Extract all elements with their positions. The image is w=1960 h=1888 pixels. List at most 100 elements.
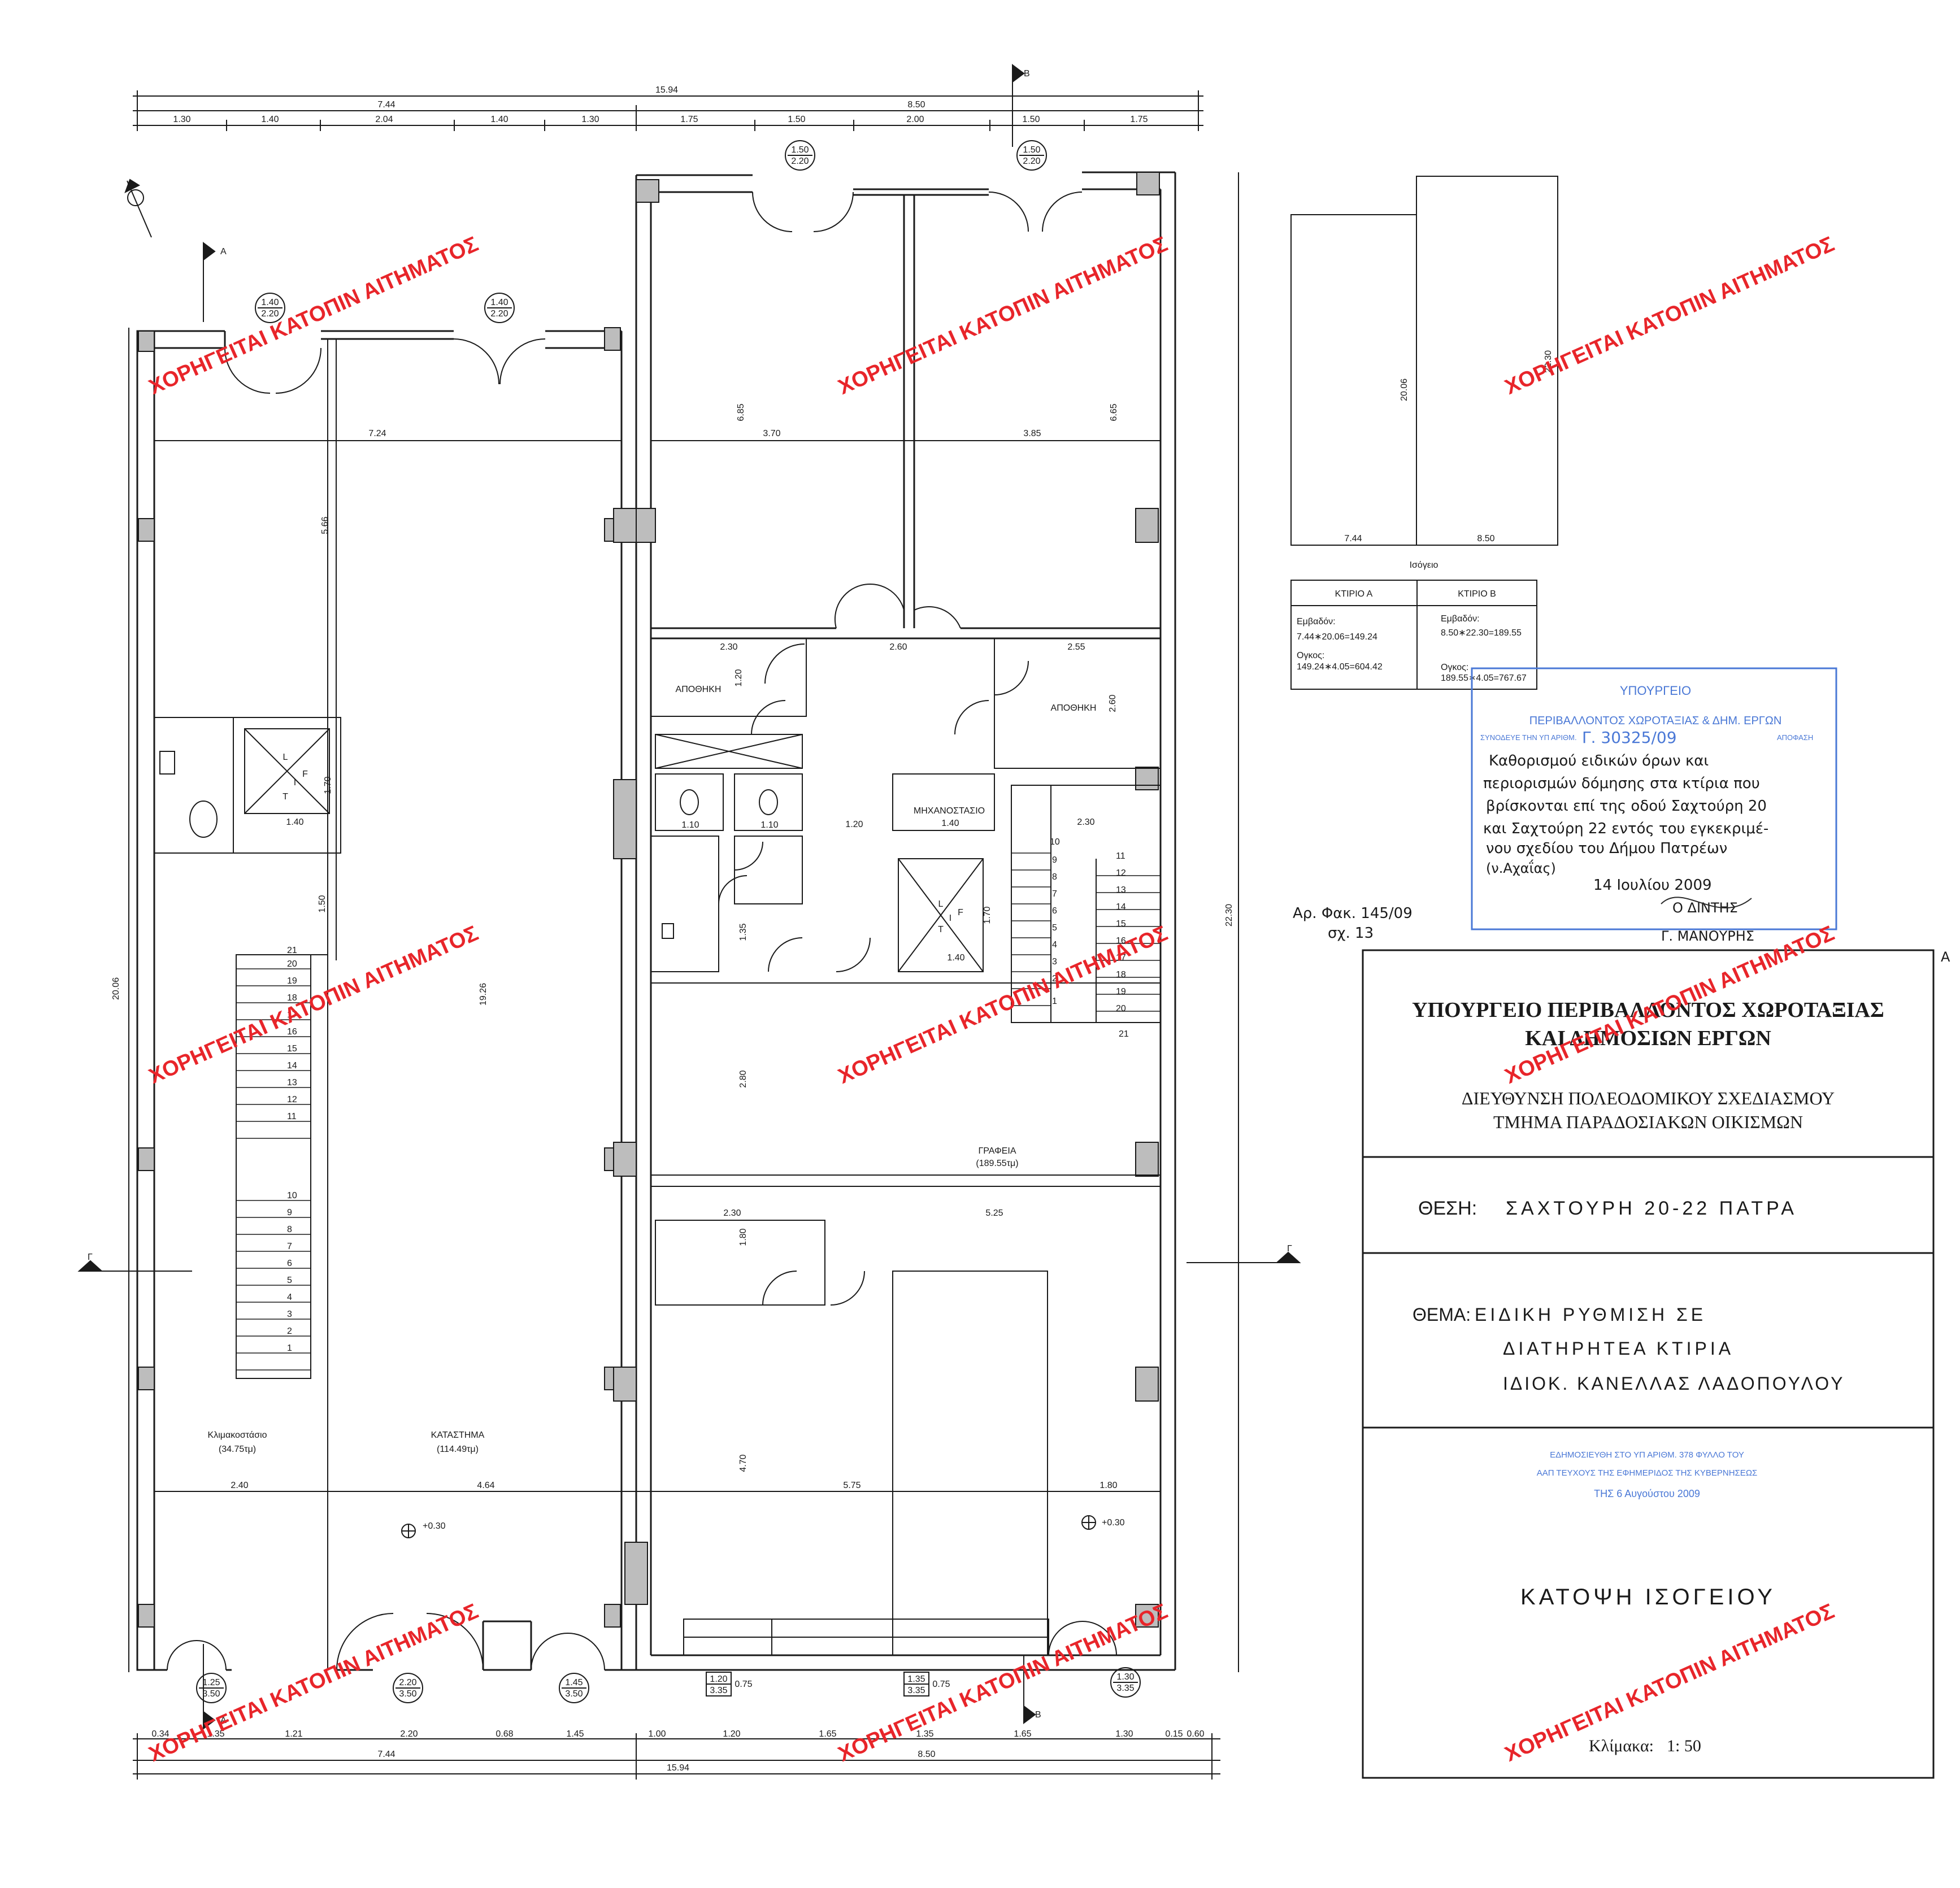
dim-bottom-seg: 0.15 <box>1165 1729 1183 1739</box>
dim-shop-w: 4.64 <box>477 1481 494 1490</box>
lift-letter: F <box>302 769 308 779</box>
opening-h: 3.35 <box>1116 1683 1134 1693</box>
dim-top-seg: 1.30 <box>581 115 599 124</box>
room-area-stairwell: (34.75τμ) <box>219 1445 256 1454</box>
dim-lift-b-w: 1.40 <box>947 953 964 963</box>
dim-front-d: 4.70 <box>738 1454 748 1472</box>
stamp-prefix: ΣΥΝΟΔΕΥΕ ΤΗΝ ΥΠ ΑΡΙΘΜ. <box>1480 733 1577 742</box>
stair-number: 14 <box>1116 902 1126 912</box>
window-w: 1.35 <box>907 1674 925 1684</box>
stair-number: 8 <box>1052 872 1057 882</box>
dim-front-r-w: 1.80 <box>1099 1481 1117 1490</box>
dim-bottom-seg: 1.00 <box>648 1729 666 1739</box>
opening-w: 1.40 <box>490 298 508 307</box>
stair-number: 20 <box>287 959 297 969</box>
dim-a-width: 7.24 <box>368 429 386 438</box>
doors-top-a <box>224 338 546 394</box>
stamp-subject: βρίσκονται επί της οδού Σαχτούρη 20 <box>1486 798 1767 815</box>
window-w: 1.20 <box>710 1674 727 1684</box>
dim-bottom-seg: 1.20 <box>723 1729 740 1739</box>
stair-number: 8 <box>287 1225 292 1234</box>
publication-line3: ΤΗΣ 6 Αυγούστου 2009 <box>1594 1488 1700 1499</box>
stair-number: 18 <box>1116 970 1126 980</box>
stair-number: 17 <box>1116 953 1126 963</box>
dim-stair-b-w: 2.30 <box>1077 817 1094 827</box>
stamp-subject: Καθορισμού ειδικών όρων και <box>1489 752 1709 769</box>
stair-number: 7 <box>1052 889 1057 899</box>
dim-wc-b: 1.10 <box>760 820 778 830</box>
vertical-dimension-lines <box>128 172 1239 1672</box>
section-mark-b: B <box>1035 1710 1041 1720</box>
window-sill: 0.75 <box>735 1680 752 1689</box>
stair-number: 12 <box>287 1095 297 1104</box>
section-mark-g: Γ <box>1287 1244 1292 1254</box>
key-plan <box>1290 176 1558 546</box>
dim-bottom-seg: 0.34 <box>151 1729 169 1739</box>
dim-b-right-d: 6.65 <box>1109 403 1119 421</box>
scale-label: Κλίμακα: <box>1589 1737 1654 1755</box>
dim-b-left-d: 6.85 <box>736 403 746 421</box>
room-label-storage-right: ΑΠΟΘΗΚΗ <box>1051 703 1097 713</box>
file-ref-line2: σχ. 13 <box>1328 925 1374 942</box>
dim-bottom-seg: 1.30 <box>1115 1729 1133 1739</box>
title-location-value: ΣΑΧΤΟΥΡΗ 20-22 ΠΑΤΡΑ <box>1506 1198 1797 1219</box>
stair-number: 10 <box>1050 837 1060 847</box>
stair-number: 19 <box>1116 987 1126 997</box>
stair-number: 15 <box>287 1044 297 1054</box>
section-mark-g: Γ <box>88 1252 93 1262</box>
dim-lower-l-w: 2.30 <box>723 1208 741 1218</box>
dim-store-r-d: 2.60 <box>1108 694 1118 712</box>
dim-lift-b-d: 1.70 <box>983 906 992 924</box>
volume-value-b: 189.55∗4.05=767.67 <box>1441 673 1527 683</box>
dim-top-seg: 2.00 <box>906 115 924 124</box>
stamp-subject: και Σαχτούρη 22 εντός του εγκεκριμέ- <box>1483 820 1768 837</box>
section-mark-a: A <box>220 247 227 256</box>
lift-letter: L <box>938 899 944 909</box>
dim-lower-l-d: 1.80 <box>738 1228 748 1246</box>
dim-top-seg: 2.04 <box>375 115 393 124</box>
column-blocks-b <box>613 172 1160 1628</box>
dim-bottom-bldg-a: 7.44 <box>377 1750 395 1759</box>
building-b-core <box>650 638 1161 1656</box>
doors-top-b <box>752 192 1083 629</box>
stair-number: 21 <box>287 946 297 955</box>
dim-stair-w: 2.40 <box>231 1481 248 1490</box>
title-corner-mark: A <box>1941 949 1950 965</box>
stairs-b-numbers: 10 9 8 7 6 5 4 3 2 1 11 12 13 14 15 16 1… <box>1050 837 1129 1039</box>
stair-number: 20 <box>1116 1004 1126 1013</box>
title-directorate: ΔΙΕΥΘΥΝΣΗ ΠΟΛΕΟΔΟΜΙΚΟΥ ΣΧΕΔΙΑΣΜΟΥ <box>1462 1088 1835 1108</box>
dim-store-l-w: 2.30 <box>720 642 737 652</box>
dim-store-l-d: 1.20 <box>734 669 744 686</box>
dim-b-left-w: 3.70 <box>763 429 780 438</box>
lift-letter: I <box>294 778 296 788</box>
opening-labels <box>196 140 1141 1703</box>
stamp-subject: νου σχεδίου του Δήμου Πατρέων <box>1486 840 1727 857</box>
stair-number: 10 <box>287 1191 297 1200</box>
key-plan-dim-a-h: 20.06 <box>1400 379 1409 401</box>
stair-number: 1 <box>287 1343 292 1353</box>
section-markers <box>77 64 1301 1730</box>
dim-bottom-seg: 1.45 <box>566 1729 584 1739</box>
window-h: 3.35 <box>710 1686 727 1695</box>
stairs-b-treads <box>1011 852 1161 1012</box>
north-arrow-icon <box>124 179 152 238</box>
dim-top-seg: 1.75 <box>680 115 698 124</box>
publication-stamp: ΕΔΗΜΟΣΙΕΥΘΗ ΣΤΟ ΥΠ ΑΡΙΘΜ. 378 ΦΥΛΛΟ ΤΟΥ … <box>1537 1450 1758 1499</box>
dim-store-r-w: 2.55 <box>1067 642 1085 652</box>
title-department: ΤΜΗΜΑ ΠΑΡΑΔΟΣΙΑΚΩΝ ΟΙΚΙΣΜΩΝ <box>1493 1112 1803 1132</box>
stair-number: 17 <box>287 1010 297 1020</box>
key-plan-dim-a-w: 7.44 <box>1344 534 1362 543</box>
room-label-machine-room: ΜΗΧΑΝΟΣΤΑΣΙΟ <box>914 806 985 816</box>
stairs-a-numbers: 21 20 19 18 17 16 15 14 13 12 11 10 9 8 … <box>287 946 297 1353</box>
scale-value: 1: 50 <box>1667 1737 1701 1755</box>
title-ministry-line1: ΥΠΟΥΡΓΕΙΟ ΠΕΡΙΒΑΛΛΟΝΤΟΣ ΧΩΡΟΤΑΞΙΑΣ <box>1412 998 1884 1022</box>
dim-wc-a: 1.10 <box>681 820 699 830</box>
dim-bottom-seg: 1.35 <box>207 1729 224 1739</box>
dim-top-bldg-b: 8.50 <box>907 100 925 110</box>
dim-b-right-w: 3.85 <box>1023 429 1041 438</box>
window-h: 3.35 <box>907 1686 925 1695</box>
stair-number: 5 <box>287 1276 292 1285</box>
stair-number: 9 <box>1052 855 1057 865</box>
area-value-a: 7.44∗20.06=149.24 <box>1297 632 1377 642</box>
sheet-title: ΚΑΤΟΨΗ ΙΣΟΓΕΙΟΥ <box>1520 1585 1776 1609</box>
